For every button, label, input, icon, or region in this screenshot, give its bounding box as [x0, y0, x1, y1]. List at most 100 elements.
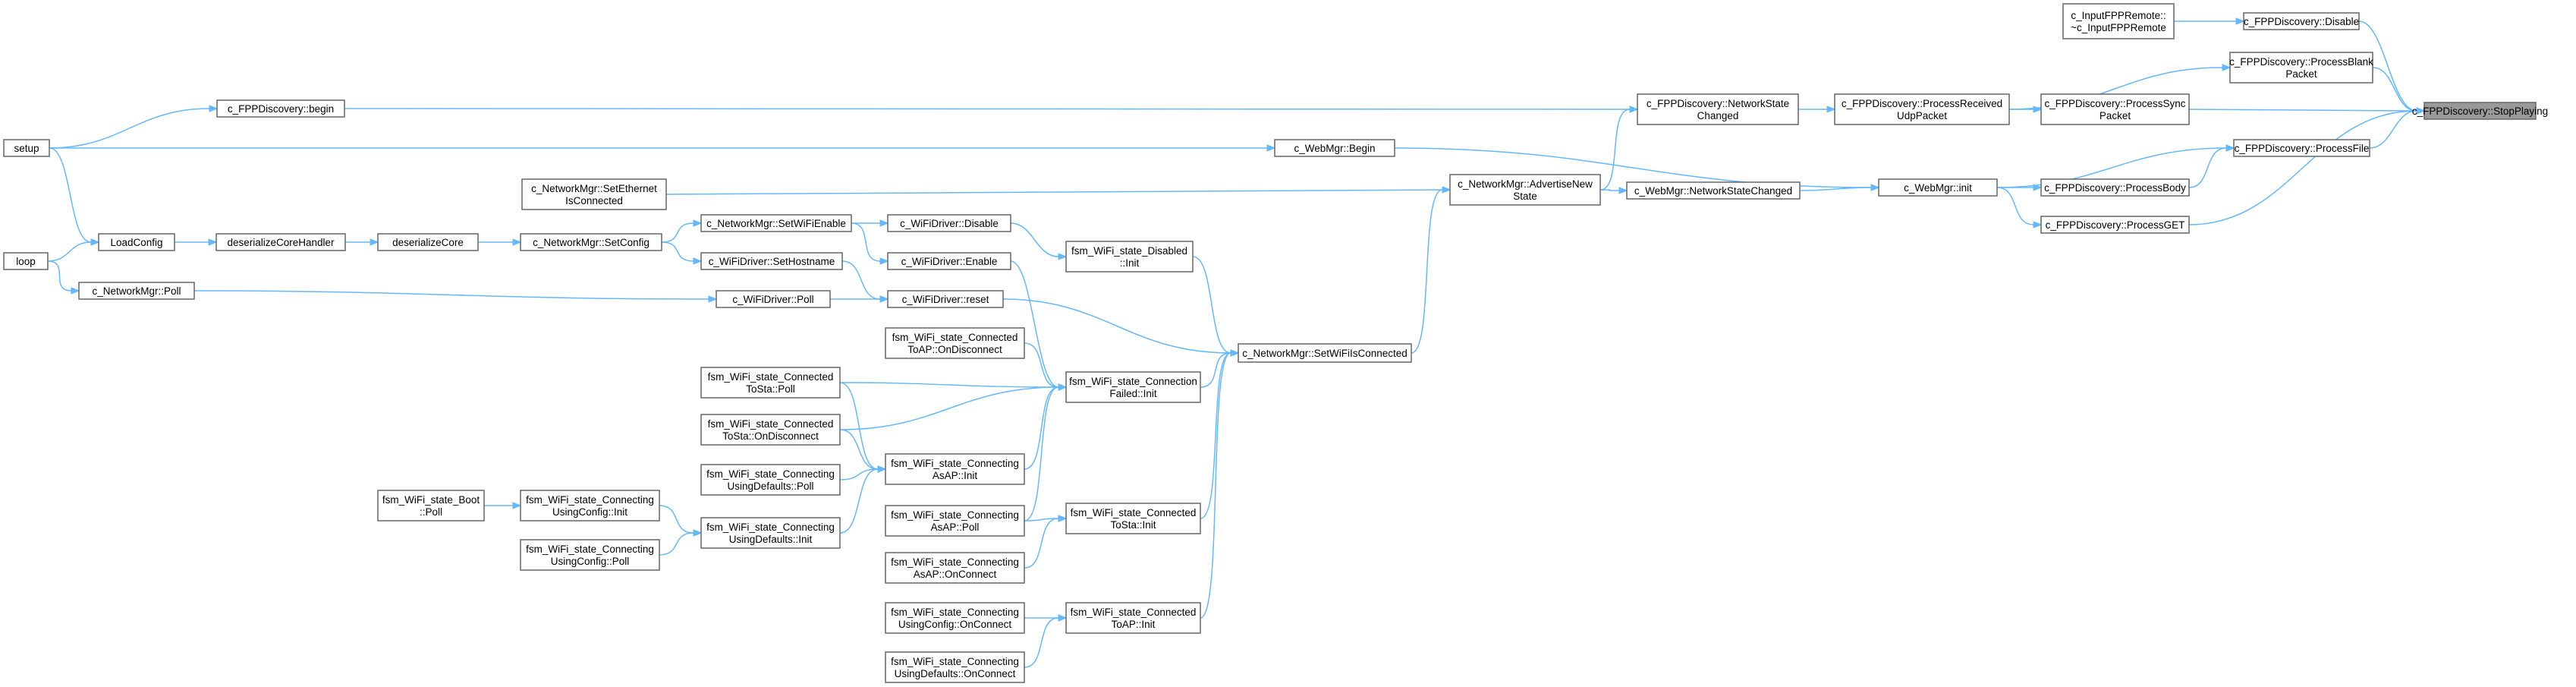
- node-label-line: c_FPPDiscovery::ProcessFile: [2235, 143, 2370, 154]
- edge-arrowhead: [1058, 253, 1068, 260]
- edge-arrowhead: [2033, 221, 2043, 228]
- graph-node-disable[interactable]: c_FPPDiscovery::Disable: [2243, 12, 2360, 30]
- graph-node-stop[interactable]: c_FPPDiscovery::StopPlaying: [2412, 102, 2548, 120]
- edge-line: [49, 147, 92, 243]
- graph-node-netchanged[interactable]: c_FPPDiscovery::NetworkStateChanged: [1637, 93, 1799, 125]
- graph-node-inputremote[interactable]: c_InputFPPRemote::~c_InputFPPRemote: [2062, 3, 2175, 39]
- node-label-line: c_WiFiDriver::SetHostname: [709, 256, 835, 267]
- edge-line: [665, 189, 1443, 195]
- node-box: [700, 367, 841, 399]
- graph-nodes: c_FPPDiscovery::StopPlaying c_InputFPPRem…: [3, 3, 2548, 683]
- graph-node-driverdisable[interactable]: c_WiFiDriver::Disable: [887, 214, 1011, 232]
- edge-arrowhead: [370, 238, 379, 246]
- graph-node-loop[interactable]: loop: [3, 252, 49, 270]
- graph-node-cudpoll[interactable]: fsm_WiFi_state_ConnectingUsingDefaults::…: [700, 464, 841, 496]
- edge-line: [1599, 189, 1620, 191]
- node-box: [2423, 102, 2537, 120]
- graph-edge-fppbegin-to-netchanged: [344, 106, 1639, 113]
- node-label-line: fsm_WiFi_state_Connecting: [706, 468, 835, 480]
- graph-node-ctoapdisc[interactable]: fsm_WiFi_state_ConnectedToAP::OnDisconne…: [885, 327, 1025, 359]
- node-label-line: ToSta::Init: [1110, 519, 1156, 531]
- node-box: [885, 327, 1025, 359]
- graph-node-cucpoll[interactable]: fsm_WiFi_state_ConnectingUsingConfig::Po…: [520, 539, 660, 571]
- edge-line: [1599, 109, 1631, 191]
- node-label-line: ::Poll: [420, 506, 442, 518]
- graph-node-webnetchanged[interactable]: c_WebMgr::NetworkStateChanged: [1626, 181, 1801, 200]
- graph-node-setwifienable[interactable]: c_NetworkMgr::SetWiFiEnable: [700, 214, 852, 232]
- graph-node-ctostadisc[interactable]: fsm_WiFi_state_ConnectedToSta::OnDisconn…: [700, 414, 841, 446]
- edge-line: [1200, 352, 1231, 619]
- graph-node-driverreset[interactable]: c_WiFiDriver::reset: [887, 290, 1004, 308]
- node-box: [700, 214, 852, 232]
- edge-arrowhead: [2416, 107, 2426, 115]
- graph-edge-setup-to-fppbegin: [49, 105, 219, 149]
- edge-line: [2188, 109, 2417, 112]
- edge-line: [659, 532, 694, 556]
- node-label-line: fsm_WiFi_state_Connected: [892, 332, 1018, 343]
- graph-node-deserializehandler[interactable]: deserializeCoreHandler: [215, 233, 346, 251]
- graph-edge-disabledinit-to-setwifi: [1192, 256, 1240, 357]
- graph-node-bootpoll[interactable]: fsm_WiFi_state_Boot::Poll: [377, 490, 485, 522]
- edge-arrowhead: [1618, 187, 1628, 194]
- node-box: [521, 178, 667, 210]
- graph-node-driverenable[interactable]: c_WiFiDriver::Enable: [887, 252, 1011, 270]
- graph-node-webbegin[interactable]: c_WebMgr::Begin: [1274, 139, 1395, 157]
- graph-node-netpoll[interactable]: c_NetworkMgr::Poll: [78, 282, 195, 300]
- graph-node-sethostname[interactable]: c_WiFiDriver::SetHostname: [700, 252, 843, 270]
- graph-node-cudonconn[interactable]: fsm_WiFi_state_ConnectingUsingDefaults::…: [885, 651, 1025, 683]
- node-box: [2243, 12, 2360, 30]
- node-box: [78, 282, 195, 300]
- node-label-line: UsingConfig::Poll: [551, 556, 630, 567]
- graph-node-disabledinit[interactable]: fsm_WiFi_state_Disabled::Init: [1065, 241, 1194, 273]
- node-box: [215, 233, 346, 251]
- node-label-line: c_FPPDiscovery::Disable: [2244, 16, 2359, 27]
- node-label-line: fsm_WiFi_state_Boot: [382, 494, 480, 506]
- node-label-line: AsAP::Poll: [931, 522, 980, 533]
- node-box: [520, 233, 662, 251]
- node-box: [98, 233, 175, 251]
- edge-arrowhead: [2033, 184, 2043, 191]
- edge-arrowhead: [208, 238, 218, 246]
- graph-node-setup[interactable]: setup: [3, 139, 50, 157]
- node-label-line: UsingDefaults::Init: [729, 534, 813, 545]
- graph-node-cudinit[interactable]: fsm_WiFi_state_ConnectingUsingDefaults::…: [700, 517, 841, 549]
- graph-edge-cucpoll-to-cudinit: [659, 529, 703, 556]
- graph-edge-driverenable-to-connfailed: [1010, 260, 1068, 391]
- edge-arrowhead: [693, 257, 703, 265]
- graph-node-loadconfig[interactable]: LoadConfig: [98, 233, 175, 251]
- graph-node-fppbegin[interactable]: c_FPPDiscovery::begin: [216, 99, 345, 118]
- graph-node-setwifi[interactable]: c_NetworkMgr::SetWiFiIsConnected: [1238, 343, 1412, 363]
- edge-line: [1192, 256, 1231, 354]
- graph-node-setconfig[interactable]: c_NetworkMgr::SetConfig: [520, 233, 662, 251]
- node-label-line: c_WiFiDriver::Enable: [901, 256, 998, 267]
- node-label-line: c_NetworkMgr::SetEthernet: [531, 183, 657, 194]
- graph-node-file[interactable]: c_FPPDiscovery::ProcessFile: [2233, 139, 2370, 157]
- graph-node-webinit[interactable]: c_WebMgr::init: [1878, 178, 1998, 197]
- graph-node-body[interactable]: c_FPPDiscovery::ProcessBody: [2040, 178, 2190, 197]
- node-box: [1637, 93, 1799, 125]
- graph-edge-deserializecore-to-setconfig: [477, 238, 522, 246]
- graph-node-cuconconn[interactable]: fsm_WiFi_state_ConnectingUsingConfig::On…: [885, 602, 1025, 634]
- graph-node-driverpoll[interactable]: c_WiFiDriver::Poll: [716, 290, 831, 308]
- graph-node-cucinit[interactable]: fsm_WiFi_state_ConnectingUsingConfig::In…: [520, 490, 660, 522]
- graph-node-deserializecore[interactable]: deserializeCore: [377, 233, 479, 251]
- node-label-line: fsm_WiFi_state_Connecting: [891, 509, 1019, 521]
- node-box: [885, 453, 1025, 485]
- edge-arrowhead: [693, 529, 703, 537]
- graph-edge-udp-to-sync: [2009, 106, 2043, 113]
- graph-edge-setwifienable-to-driverenable: [851, 222, 889, 265]
- graph-edge-casaponconn-to-ctostainit: [1024, 515, 1068, 569]
- graph-node-get[interactable]: c_FPPDiscovery::ProcessGET: [2040, 216, 2190, 234]
